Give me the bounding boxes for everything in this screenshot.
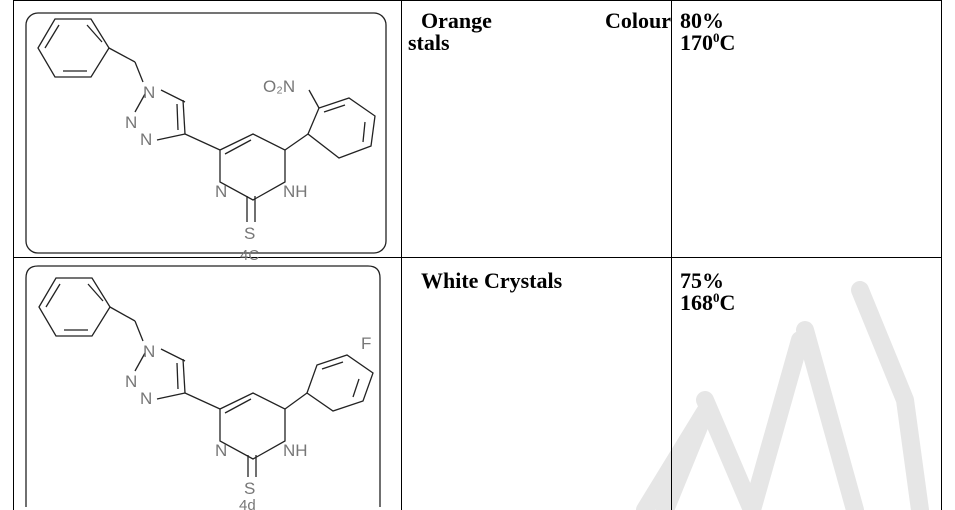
svg-text:N: N: [215, 182, 227, 201]
svg-text:N: N: [140, 389, 152, 408]
svg-text:S: S: [244, 224, 255, 243]
compound-table: Orange Colour stals 80% 1700C White Crys…: [13, 0, 955, 510]
substituent-o2n: O₂N: [263, 77, 295, 96]
svg-text:NH: NH: [283, 182, 308, 201]
compound-label-4d: 4d: [239, 497, 256, 510]
substituent-f: F: [361, 334, 371, 353]
svg-text:N: N: [215, 441, 227, 460]
row1-yield-mp: 80% 1700C: [680, 10, 780, 54]
svg-text:N: N: [125, 372, 137, 391]
svg-text:N: N: [140, 130, 152, 149]
row2-description: White Crystals: [421, 268, 563, 293]
svg-text:NH: NH: [283, 441, 308, 460]
svg-text:N: N: [125, 113, 137, 132]
svg-text:N: N: [143, 83, 155, 102]
row1-description: Orange Colour stals: [408, 8, 671, 55]
row1-yield: 80%: [680, 8, 724, 33]
row2-yield-mp: 75% 1680C: [680, 270, 780, 314]
row1-melting-point: 1700C: [680, 30, 736, 55]
structure-4d: N N N N NH S 4d F: [25, 265, 381, 510]
row2-yield: 75%: [680, 268, 724, 293]
svg-text:N: N: [143, 342, 155, 361]
compound-label-4c: 4C: [240, 247, 259, 264]
row2-melting-point: 1680C: [680, 290, 736, 315]
svg-text:S: S: [244, 479, 255, 498]
structure-4c: N N N N NH S 4C O₂N: [25, 12, 387, 264]
